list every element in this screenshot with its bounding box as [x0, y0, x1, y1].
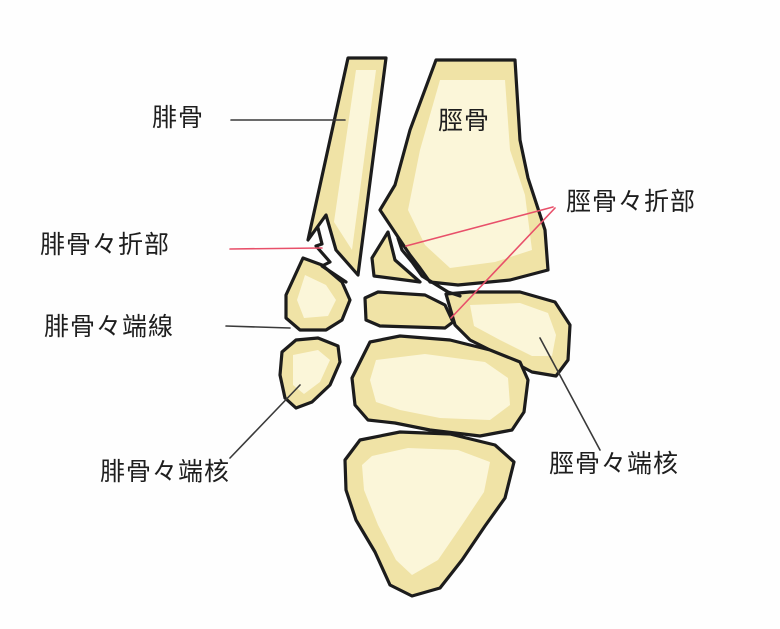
label-fibula-physis: 腓骨々端線: [44, 312, 175, 341]
talus-highlight: [370, 354, 510, 420]
fibula-fracture-crack: [314, 226, 348, 284]
leader-fibula-fracture: [229, 247, 323, 250]
fibula-distal-highlight: [297, 275, 336, 318]
label-tibia-epiphysis: 脛骨々端核: [549, 449, 680, 478]
tibia-epiphysis-wedge-highlight: [470, 303, 556, 356]
leader-fibula-epiphysis: [229, 384, 301, 459]
leader-fibula-physis: [225, 325, 291, 329]
leader-tibia-fracture-a: [405, 206, 554, 247]
label-fibula-fracture: 腓骨々折部: [40, 230, 171, 259]
tibia-epiphysis-plate: [363, 290, 455, 330]
calcaneus-highlight: [362, 448, 490, 575]
tibia-fracture-crack: [396, 236, 462, 298]
leader-tibia-epiphysis: [539, 337, 601, 451]
fibula-shaft-highlight: [334, 70, 376, 250]
label-fibula-epiphysis: 腓骨々端核: [100, 457, 231, 486]
label-tibia: 脛骨: [438, 106, 491, 135]
fibula-epiphysis-highlight: [293, 350, 330, 394]
leader-tibia-fracture-b: [450, 207, 556, 319]
label-tibia-fracture: 脛骨々折部: [566, 187, 697, 216]
tibia-fracture-fragment: [370, 230, 422, 284]
label-fibula: 腓骨: [152, 103, 205, 132]
